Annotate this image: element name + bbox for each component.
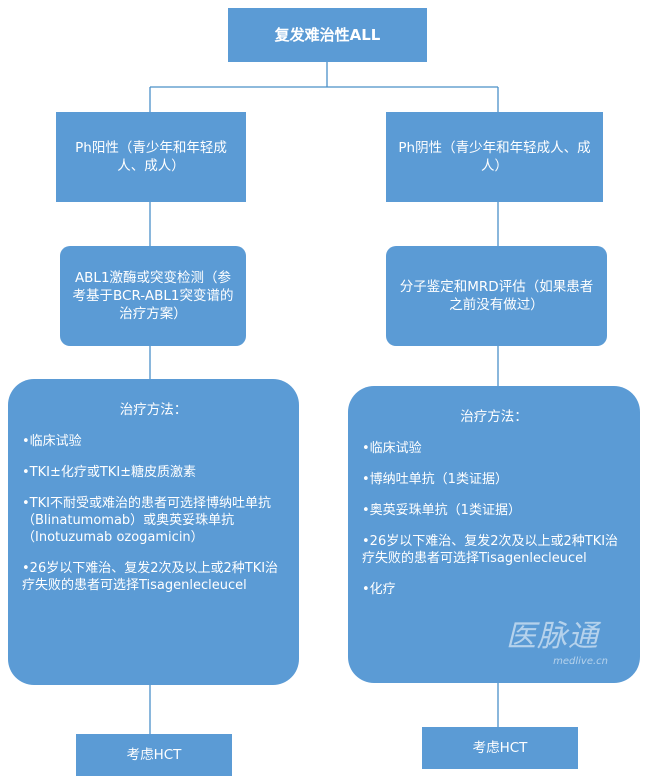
root-label: 复发难治性ALL	[274, 26, 381, 44]
treatment-title: 治疗方法：	[119, 402, 188, 418]
treatment-item: •临床试验	[362, 441, 422, 456]
treatment-item: •26岁以下难治、复发2次及以上或2种TKI治疗失败的患者可选择Tisagenl…	[362, 534, 619, 566]
molecular-mrd-label: 分子鉴定和MRD评估（如果患者之前没有做过）	[399, 279, 594, 313]
treatment-item: •临床试验	[22, 434, 82, 449]
left-hct-node: 考虑HCT	[76, 734, 232, 776]
ph-negative-treatment-panel: 治疗方法： •临床试验 •博纳吐单抗（1类证据） •奥英妥珠单抗（1类证据） •…	[348, 386, 640, 683]
treatment-title: 治疗方法：	[460, 409, 528, 425]
treatment-item: •奥英妥珠单抗（1类证据）	[362, 503, 521, 518]
ph-positive-label: Ph阳性（青少年和年轻成人、成人）	[75, 140, 227, 174]
treatment-item: •TKI不耐受或难治的患者可选择博纳吐单抗（Blinatumomab）或奥英妥珠…	[22, 496, 271, 545]
ph-negative-node: Ph阴性（青少年和年轻成人、成人）	[386, 112, 603, 202]
ph-positive-treatment-panel: 治疗方法： •临床试验 •TKI±化疗或TKI±糖皮质激素 •TKI不耐受或难治…	[8, 379, 299, 685]
right-hct-node: 考虑HCT	[422, 727, 578, 769]
treatment-item: •博纳吐单抗（1类证据）	[362, 472, 508, 487]
treatment-item: •26岁以下难治、复发2次及以上或2种TKI治疗失败的患者可选择Tisagenl…	[22, 561, 279, 593]
watermark-site: medlive.cn	[553, 656, 608, 667]
watermark-logo: 医脉通 medlive.cn	[506, 618, 626, 680]
treatment-item: •化疗	[362, 582, 396, 597]
abl1-test-label: ABL1激酶或突变检测（参考基于BCR-ABL1突变谱的治疗方案）	[72, 270, 234, 322]
left-hct-label: 考虑HCT	[126, 747, 182, 763]
abl1-test-node: ABL1激酶或突变检测（参考基于BCR-ABL1突变谱的治疗方案）	[60, 246, 246, 346]
molecular-mrd-node: 分子鉴定和MRD评估（如果患者之前没有做过）	[386, 246, 607, 346]
ph-positive-node: Ph阳性（青少年和年轻成人、成人）	[56, 112, 246, 202]
treatment-item: •TKI±化疗或TKI±糖皮质激素	[22, 465, 197, 480]
ph-negative-label: Ph阴性（青少年和年轻成人、成人）	[398, 140, 591, 174]
right-hct-label: 考虑HCT	[472, 740, 528, 756]
watermark-brand: 医脉通	[506, 619, 599, 654]
root-node: 复发难治性ALL	[228, 8, 427, 62]
